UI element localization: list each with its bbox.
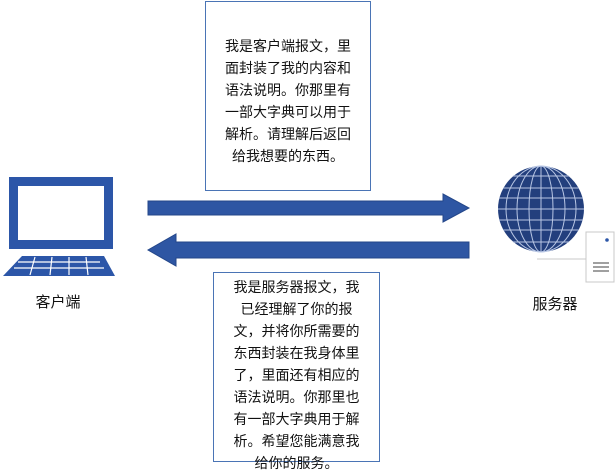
response-arrow bbox=[146, 233, 470, 267]
globe-icon bbox=[498, 165, 584, 253]
server-tower-icon bbox=[537, 231, 615, 283]
client-label: 客户端 bbox=[35, 293, 81, 311]
computer-icon bbox=[3, 177, 115, 276]
diagram-canvas bbox=[3, 165, 615, 283]
server-label: 服务器 bbox=[532, 295, 578, 313]
response-message-box: 我是服务器报文，我 已经理解了你的报 文，并将你所需要的 东西封装在我身体里 了… bbox=[213, 272, 380, 472]
request-message-box: 我是客户端报文，里 面封装了我的内容和 语法说明。你那里有 一部大字典可以用于 … bbox=[205, 1, 371, 191]
request-arrow bbox=[147, 193, 471, 223]
server-icon bbox=[498, 165, 615, 283]
